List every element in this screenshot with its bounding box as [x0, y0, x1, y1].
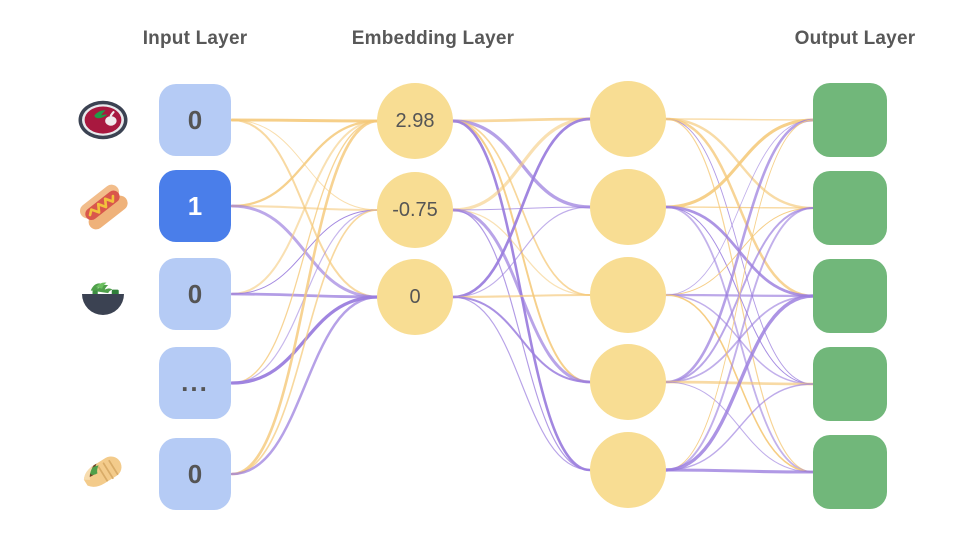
- edge: [231, 120, 379, 384]
- embedding-node-3: 0: [377, 259, 453, 335]
- edge: [451, 293, 592, 299]
- output-node-3: [813, 259, 887, 333]
- edge: [230, 204, 380, 299]
- edge: [665, 118, 814, 385]
- edge: [665, 295, 814, 383]
- input-node-value: ...: [181, 367, 209, 398]
- hidden-node-3: [590, 257, 666, 333]
- edge: [665, 381, 814, 473]
- input-node-value: 0: [187, 278, 203, 309]
- edge: [452, 209, 591, 471]
- edge: [664, 117, 815, 210]
- edge: [665, 206, 814, 209]
- edge: [665, 207, 814, 296]
- edge: [230, 295, 380, 476]
- output-node-5: [813, 435, 887, 509]
- edge: [665, 206, 814, 385]
- edge: [664, 118, 815, 209]
- edge: [231, 209, 379, 384]
- edge: [665, 119, 814, 471]
- edge: [452, 206, 591, 211]
- edge: [452, 120, 591, 296]
- edge: [664, 468, 815, 474]
- input-node-1: 0: [159, 84, 231, 156]
- edge: [664, 380, 815, 386]
- edge: [230, 295, 380, 385]
- edge: [664, 117, 815, 298]
- stew-bowl-icon: [74, 91, 132, 149]
- edge-group-embedding-to-hidden: [451, 117, 592, 472]
- embedding-node-2: -0.75: [377, 172, 453, 248]
- edge: [665, 294, 814, 385]
- edge: [665, 119, 814, 296]
- edge: [665, 383, 814, 471]
- input-node-5: 0: [159, 438, 231, 510]
- title-output-layer: Output Layer: [794, 28, 916, 49]
- edge: [664, 294, 815, 472]
- edge: [665, 294, 814, 473]
- title-embedding-layer: Embedding Layer: [351, 28, 515, 49]
- edge: [230, 119, 380, 296]
- edge: [452, 206, 591, 298]
- title-input-layer: Input Layer: [142, 28, 248, 49]
- embedding-node-value: -0.75: [392, 198, 438, 221]
- embedding-node-1: 2.98: [377, 83, 453, 159]
- input-node-value: 0: [187, 458, 203, 489]
- edge: [665, 207, 814, 383]
- embedding-node-value: 2.98: [395, 109, 435, 132]
- edge: [230, 118, 380, 299]
- hidden-node-4: [590, 344, 666, 420]
- edge: [230, 119, 380, 476]
- input-node-3: 0: [159, 258, 231, 330]
- edge: [230, 204, 380, 212]
- input-node-4: ...: [159, 347, 231, 419]
- edge: [665, 118, 814, 473]
- edge: [230, 118, 380, 123]
- edge: [664, 118, 815, 384]
- edge: [230, 119, 380, 208]
- edge: [665, 206, 814, 473]
- edge: [452, 296, 591, 471]
- edge: [665, 118, 814, 121]
- output-node-4: [813, 347, 887, 421]
- edge: [231, 209, 379, 295]
- edge: [452, 209, 591, 296]
- green-salad-icon: [74, 265, 132, 323]
- edge: [451, 295, 592, 384]
- input-node-2: 1: [159, 170, 231, 242]
- hidden-node-2: [590, 169, 666, 245]
- edge: [451, 208, 592, 384]
- edge: [451, 119, 592, 209]
- edge: [231, 119, 379, 211]
- edge: [451, 117, 592, 299]
- embedding-node-value: 0: [409, 285, 421, 308]
- edge: [452, 120, 591, 383]
- edge: [451, 117, 592, 212]
- hidden-node-5: [590, 432, 666, 508]
- input-node-value: 1: [187, 190, 203, 221]
- output-node-2: [813, 171, 887, 245]
- edge: [664, 293, 815, 298]
- burrito-icon: [74, 445, 132, 503]
- output-node-1: [813, 83, 887, 157]
- hidden-node-1: [590, 81, 666, 157]
- hot-dog-icon: [74, 177, 132, 235]
- input-node-value: 0: [187, 104, 203, 135]
- edge: [231, 209, 379, 475]
- edge: [451, 119, 592, 472]
- edge: [451, 117, 592, 123]
- edge-group-input-to-embedding: [230, 118, 380, 476]
- edge: [665, 207, 814, 471]
- edge: [664, 205, 815, 298]
- edge-group-hidden-to-output: [664, 117, 815, 474]
- edge: [230, 292, 380, 299]
